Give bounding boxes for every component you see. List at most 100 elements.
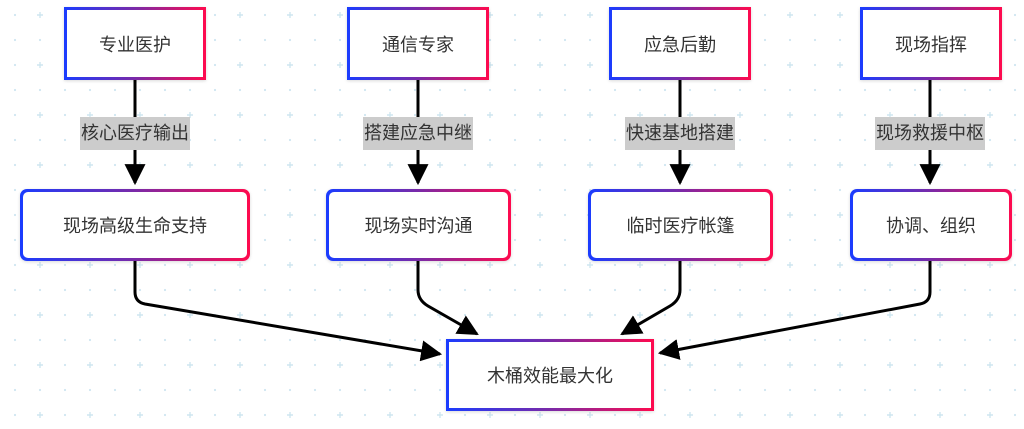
grid-dot bbox=[913, 263, 917, 267]
grid-dot bbox=[263, 163, 267, 167]
grid-plus bbox=[787, 412, 793, 418]
grid-plus bbox=[987, 312, 993, 318]
node-capability-coordination[interactable]: 协调、组织 bbox=[850, 189, 1012, 261]
grid-dot bbox=[563, 313, 567, 317]
grid-plus bbox=[37, 112, 43, 118]
grid-dot bbox=[63, 263, 67, 267]
grid-dot bbox=[338, 38, 342, 42]
node-label: 专业医护 bbox=[99, 34, 171, 56]
grid-dot bbox=[188, 338, 192, 342]
grid-dot bbox=[238, 338, 242, 342]
grid-dot bbox=[113, 338, 117, 342]
grid-plus bbox=[587, 112, 593, 118]
grid-dot bbox=[563, 163, 567, 167]
grid-dot bbox=[688, 338, 692, 342]
node-capability-medical-tent[interactable]: 临时医疗帐篷 bbox=[588, 189, 773, 261]
grid-plus bbox=[837, 212, 843, 218]
grid-dot bbox=[813, 138, 817, 142]
node-label: 现场实时沟通 bbox=[364, 216, 473, 237]
grid-dot bbox=[513, 413, 517, 417]
grid-dot bbox=[313, 88, 317, 92]
grid-dot bbox=[663, 388, 667, 392]
grid-dot bbox=[263, 213, 267, 217]
grid-dot bbox=[263, 113, 267, 117]
grid-dot bbox=[763, 38, 767, 42]
grid-plus bbox=[237, 112, 243, 118]
grid-dot bbox=[938, 388, 942, 392]
grid-dot bbox=[988, 388, 992, 392]
grid-dot bbox=[138, 338, 142, 342]
grid-dot bbox=[513, 138, 517, 142]
node-capability-realtime-comm[interactable]: 现场实时沟通 bbox=[326, 189, 511, 261]
grid-dot bbox=[888, 388, 892, 392]
node-role-medical[interactable]: 专业医护 bbox=[64, 7, 206, 80]
grid-dot bbox=[63, 338, 67, 342]
node-role-command[interactable]: 现场指挥 bbox=[860, 7, 1002, 80]
grid-dot bbox=[213, 88, 217, 92]
grid-plus bbox=[687, 412, 693, 418]
grid-dot bbox=[238, 38, 242, 42]
grid-dot bbox=[213, 288, 217, 292]
grid-dot bbox=[763, 313, 767, 317]
grid-dot bbox=[563, 263, 567, 267]
grid-dot bbox=[563, 213, 567, 217]
grid-dot bbox=[513, 113, 517, 117]
grid-plus bbox=[87, 262, 93, 268]
grid-dot bbox=[1013, 163, 1017, 167]
grid-plus bbox=[937, 262, 943, 268]
grid-dot bbox=[663, 413, 667, 417]
grid-plus bbox=[837, 362, 843, 368]
grid-dot bbox=[288, 38, 292, 42]
grid-dot bbox=[438, 388, 442, 392]
grid-dot bbox=[263, 388, 267, 392]
grid-plus bbox=[387, 412, 393, 418]
grid-plus bbox=[137, 412, 143, 418]
grid-dot bbox=[838, 38, 842, 42]
grid-dot bbox=[163, 413, 167, 417]
node-capability-life-support[interactable]: 现场高级生命支持 bbox=[20, 189, 250, 261]
grid-plus bbox=[37, 162, 43, 168]
grid-dot bbox=[113, 163, 117, 167]
grid-dot bbox=[13, 388, 17, 392]
grid-plus bbox=[537, 262, 543, 268]
grid-dot bbox=[488, 88, 492, 92]
node-label: 临时医疗帐篷 bbox=[626, 216, 735, 237]
node-role-logistics[interactable]: 应急后勤 bbox=[609, 7, 751, 80]
grid-dot bbox=[538, 238, 542, 242]
grid-dot bbox=[788, 188, 792, 192]
grid-dot bbox=[213, 13, 217, 17]
grid-dot bbox=[963, 163, 967, 167]
grid-dot bbox=[588, 88, 592, 92]
grid-dot bbox=[788, 88, 792, 92]
grid-dot bbox=[713, 288, 717, 292]
grid-dot bbox=[738, 138, 742, 142]
grid-dot bbox=[663, 163, 667, 167]
grid-plus bbox=[187, 262, 193, 268]
grid-plus bbox=[737, 362, 743, 368]
grid-dot bbox=[288, 338, 292, 342]
grid-dot bbox=[513, 313, 517, 317]
grid-dot bbox=[1013, 413, 1017, 417]
grid-plus bbox=[937, 312, 943, 318]
grid-dot bbox=[513, 213, 517, 217]
grid-dot bbox=[563, 113, 567, 117]
grid-plus bbox=[537, 312, 543, 318]
grid-dot bbox=[63, 288, 67, 292]
grid-dot bbox=[813, 188, 817, 192]
node-label: 协调、组织 bbox=[886, 216, 976, 237]
grid-dot bbox=[263, 13, 267, 17]
grid-dot bbox=[513, 263, 517, 267]
grid-plus bbox=[487, 112, 493, 118]
node-role-communication[interactable]: 通信专家 bbox=[347, 7, 489, 80]
grid-dot bbox=[963, 88, 967, 92]
grid-dot bbox=[663, 88, 667, 92]
grid-dot bbox=[513, 238, 517, 242]
grid-dot bbox=[213, 63, 217, 67]
grid-dot bbox=[163, 113, 167, 117]
node-result[interactable]: 木桶效能最大化 bbox=[446, 339, 654, 411]
grid-dot bbox=[713, 388, 717, 392]
grid-plus bbox=[137, 262, 143, 268]
grid-dot bbox=[388, 288, 392, 292]
grid-plus bbox=[337, 112, 343, 118]
